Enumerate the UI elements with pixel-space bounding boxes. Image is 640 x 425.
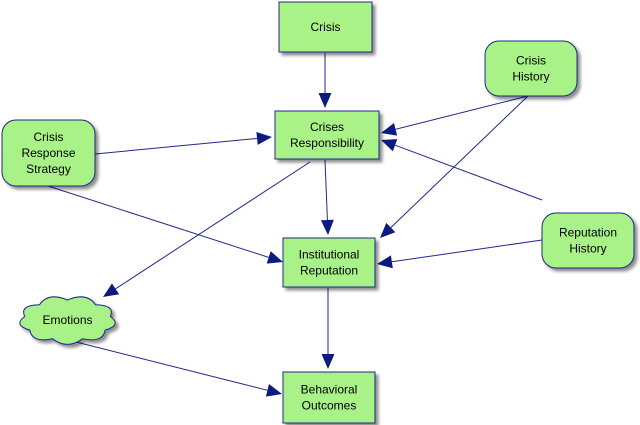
arrowhead xyxy=(381,139,398,152)
node-shape xyxy=(278,1,373,53)
edge-emotions-to-behavioral-outcomes xyxy=(67,339,282,397)
edge-crisis-response-strategy-to-institutional-reputation xyxy=(47,185,283,264)
edge-line xyxy=(94,137,258,155)
arrowhead xyxy=(380,222,396,238)
node-shape xyxy=(484,40,578,97)
edge-line xyxy=(47,185,269,258)
edge-line xyxy=(390,95,529,228)
arrowhead xyxy=(265,384,282,397)
edge-crises-responsibility-to-institutional-reputation xyxy=(320,159,334,235)
arrowhead xyxy=(103,283,120,297)
edge-crisis-history-to-crises-responsibility xyxy=(381,95,529,136)
edge-crises-responsibility-to-emotions xyxy=(103,161,311,297)
node-emotions[interactable]: Emotions xyxy=(19,296,116,345)
node-label-line: History xyxy=(569,242,606,256)
arrowhead xyxy=(377,255,393,269)
edge-line xyxy=(391,239,543,263)
node-label-line: Crisis xyxy=(516,54,546,68)
node-crisis[interactable]: Crisis xyxy=(278,1,373,53)
node-shape xyxy=(1,119,96,187)
node-label-line: Crisis xyxy=(34,130,64,144)
node-shape xyxy=(282,371,376,424)
arrowhead xyxy=(318,93,332,108)
node-label-line: Responsibility xyxy=(290,136,364,150)
arrowhead xyxy=(381,123,398,136)
arrowhead xyxy=(320,219,334,235)
node-shape xyxy=(274,110,380,160)
edge-line xyxy=(67,339,268,391)
node-shape xyxy=(282,237,376,288)
node-label-line: Institutional xyxy=(299,248,360,262)
node-label-line: Behavioral xyxy=(301,383,358,397)
edge-line xyxy=(115,161,311,290)
edge-line xyxy=(394,144,543,201)
edge-reputation-history-to-institutional-reputation xyxy=(377,239,543,269)
edge-crisis-history-to-institutional-reputation xyxy=(380,95,529,238)
node-shape xyxy=(541,212,635,269)
node-label-line: Outcomes xyxy=(302,399,357,413)
arrowhead xyxy=(266,251,283,264)
node-label-line: History xyxy=(512,70,549,84)
arrowhead xyxy=(256,132,272,145)
arrowhead xyxy=(321,354,335,369)
edge-crisis-to-crises-responsibility xyxy=(318,53,332,108)
edges-layer xyxy=(47,53,543,397)
node-label-line: Strategy xyxy=(26,162,71,176)
edge-crisis-response-strategy-to-crises-responsibility xyxy=(94,132,272,155)
node-shape xyxy=(19,296,116,345)
node-label-line: Crisis xyxy=(311,20,341,34)
node-label-line: Emotions xyxy=(42,313,92,327)
node-label-line: Reputation xyxy=(559,226,617,240)
edge-line xyxy=(395,95,529,130)
node-label-line: Response xyxy=(21,146,75,160)
edge-reputation-history-to-crises-responsibility xyxy=(381,139,543,201)
node-label-line: Crises xyxy=(310,120,344,134)
node-label-line: Reputation xyxy=(300,264,358,278)
edge-line xyxy=(324,159,328,221)
edge-institutional-reputation-to-behavioral-outcomes xyxy=(321,288,335,369)
